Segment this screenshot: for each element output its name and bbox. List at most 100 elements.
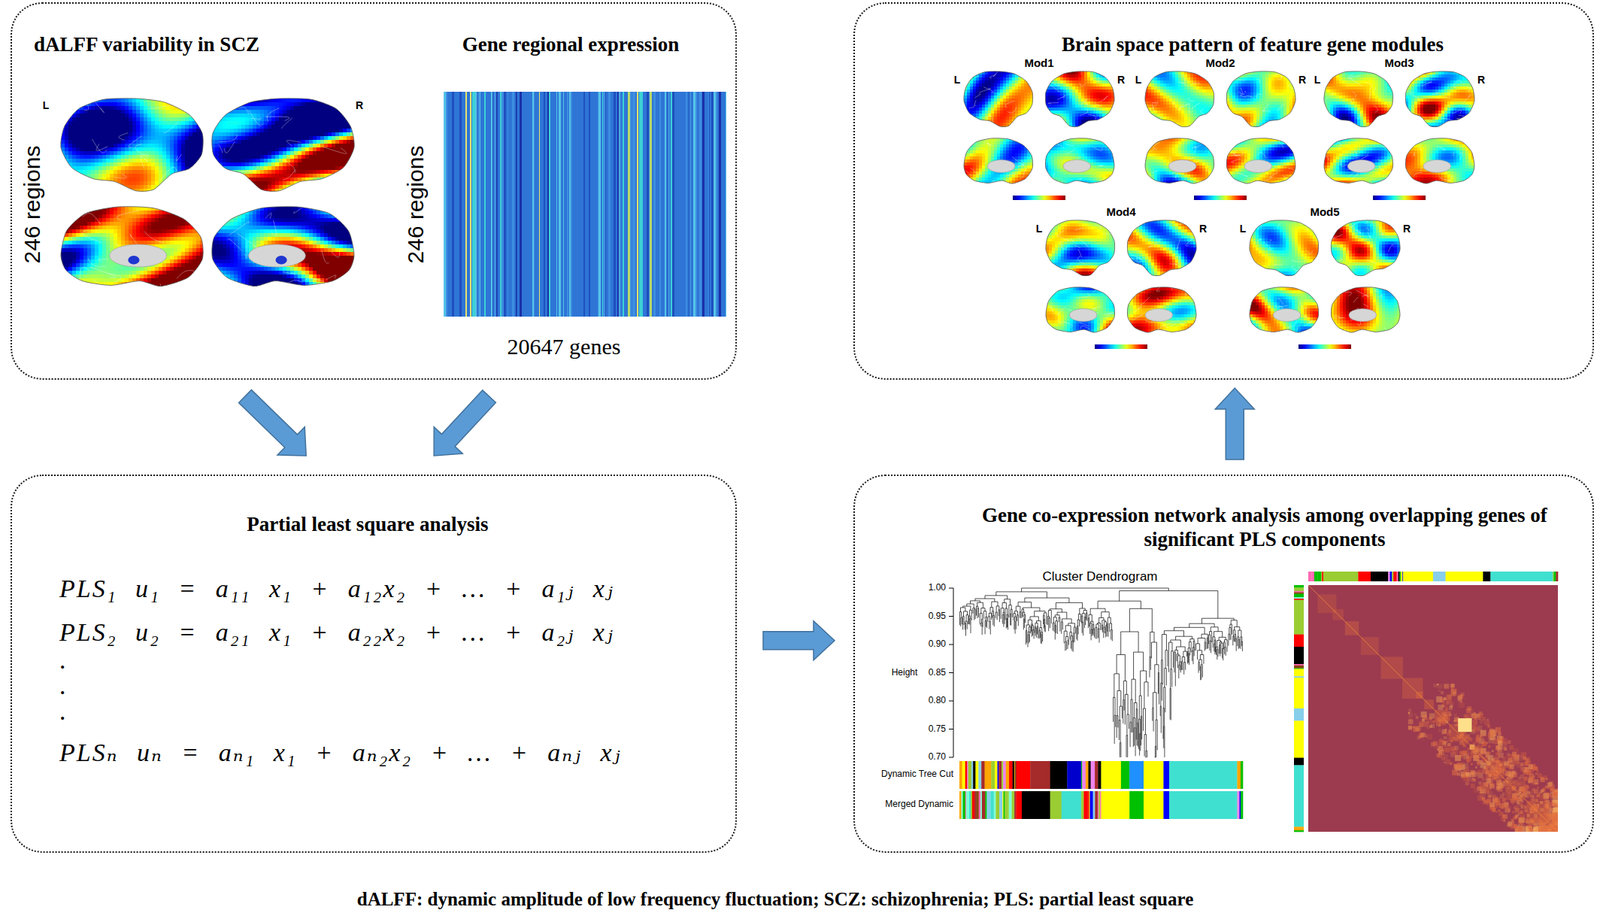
illustration-part — [94, 188, 100, 194]
illustration-part — [192, 162, 197, 167]
illustration-part — [200, 184, 205, 190]
illustration-part — [275, 162, 280, 167]
illustration-part — [263, 154, 269, 160]
illustration-part — [267, 132, 273, 137]
illustration-part — [124, 117, 130, 122]
illustration-part — [263, 181, 269, 186]
illustration-part — [98, 128, 104, 134]
dalff-brains — [60, 97, 355, 297]
illustration-part — [151, 143, 156, 149]
illustration-part — [278, 184, 284, 190]
illustration-part — [64, 128, 70, 134]
illustration-part — [215, 113, 220, 119]
illustration-part — [233, 162, 239, 167]
illustration-part — [339, 117, 344, 122]
illustration-part — [312, 151, 318, 156]
illustration-part — [68, 177, 73, 182]
illustration-part — [114, 173, 128, 179]
illustration-part — [346, 184, 352, 190]
illustration-part — [263, 143, 269, 149]
illustration-part — [106, 206, 111, 212]
illustration-part — [147, 124, 152, 130]
illustration-part — [151, 162, 156, 167]
illustration-part — [282, 136, 288, 141]
illustration-part — [94, 151, 100, 156]
illustration-part — [83, 143, 88, 149]
illustration-part — [177, 113, 182, 119]
illustration-part — [117, 147, 122, 152]
illustration-part — [87, 109, 92, 115]
illustration-part — [147, 132, 152, 137]
illustration-part — [215, 147, 220, 152]
illustration-part — [188, 109, 194, 115]
illustration-part — [158, 158, 164, 164]
illustration-part — [271, 147, 276, 152]
illustration-part — [184, 169, 190, 175]
illustration-part — [252, 132, 258, 137]
illustration-part — [136, 113, 141, 119]
illustration-part — [176, 154, 182, 161]
illustration-part — [75, 147, 81, 152]
illustration-part — [117, 113, 122, 119]
illustration-part — [154, 181, 160, 186]
illustration-part — [339, 102, 344, 107]
illustration-part — [278, 158, 284, 164]
illustration-part — [64, 206, 70, 212]
illustration-part — [109, 143, 115, 149]
illustration-part — [139, 106, 145, 111]
illustration-part — [188, 98, 194, 104]
illustration-part — [79, 206, 85, 212]
illustration-part — [293, 147, 299, 152]
illustration-part — [64, 143, 70, 149]
illustration-part — [184, 177, 190, 182]
illustration-part — [72, 106, 77, 111]
illustration-part — [132, 113, 137, 119]
illustration-part — [226, 188, 231, 194]
illustration-part — [245, 139, 250, 145]
illustration-part — [278, 117, 284, 122]
illustration-part — [68, 184, 73, 190]
illustration-part — [64, 98, 70, 104]
illustration-part — [309, 158, 314, 164]
illustration-part — [166, 158, 171, 164]
illustration-part — [117, 154, 122, 160]
illustration-part — [151, 158, 156, 164]
illustration-part — [267, 143, 273, 149]
illustration-part — [320, 166, 325, 171]
illustration-part — [72, 181, 77, 186]
illustration-part — [316, 117, 322, 122]
illustration-part — [117, 210, 122, 216]
illustration-part — [316, 143, 322, 149]
illustration-part — [128, 136, 143, 148]
brain-map — [60, 97, 205, 193]
illustration-part — [121, 139, 126, 145]
illustration-part — [233, 181, 239, 186]
illustration-part — [222, 158, 228, 164]
illustration-part — [230, 177, 235, 182]
illustration-part — [113, 102, 119, 107]
illustration-part — [121, 143, 126, 149]
illustration-part — [169, 181, 175, 186]
illustration-part — [282, 151, 288, 156]
illustration-part — [98, 210, 104, 216]
illustration-part — [309, 121, 314, 126]
illustration-part — [134, 144, 149, 158]
illustration-part — [301, 124, 307, 130]
illustration-part — [109, 132, 115, 137]
illustration-part — [241, 106, 246, 111]
illustration-part — [118, 133, 128, 141]
illustration-part — [117, 102, 122, 107]
illustration-part — [256, 154, 261, 160]
illustration-part — [316, 158, 322, 164]
illustration-part — [316, 106, 322, 111]
illustration-part — [200, 98, 205, 104]
illustration-part — [79, 151, 85, 156]
illustration-part — [117, 139, 122, 145]
illustration-part — [245, 184, 250, 190]
illustration-part — [128, 158, 134, 164]
illustration-part — [301, 143, 307, 149]
illustration-part — [241, 98, 246, 104]
illustration-part — [102, 117, 107, 122]
illustration-part — [106, 128, 111, 134]
illustration-part — [342, 98, 348, 104]
